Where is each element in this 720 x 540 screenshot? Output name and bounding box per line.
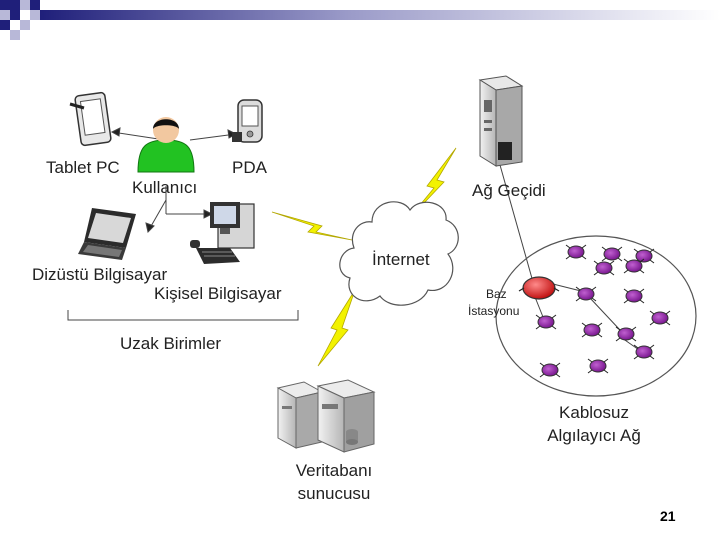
wsn-area (495, 235, 697, 397)
sensor-node-icon (601, 246, 623, 262)
user-label: Kullanıcı (132, 178, 198, 197)
sensor-node-icon (633, 344, 655, 360)
desktop-icon (190, 202, 255, 264)
wsn-label-line1: Kablosuz (559, 403, 629, 422)
sensor-node-icon (565, 244, 587, 260)
sensor-nodes (535, 244, 671, 378)
internet-label: İnternet (372, 250, 430, 269)
sensor-node-icon (623, 288, 645, 304)
desktop-label: Kişisel Bilgisayar (154, 284, 282, 303)
base-station-label-line1: Baz (486, 287, 507, 301)
gateway-label: Ağ Geçidi (472, 181, 546, 200)
page-number: 21 (660, 508, 676, 524)
sensor-node-icon (575, 286, 597, 302)
database-servers-icon (276, 379, 376, 453)
base-station-label-line2: İstasyonu (468, 304, 520, 318)
pda-label: PDA (232, 158, 267, 177)
sensor-node-icon (623, 258, 645, 274)
tablet-label: Tablet PC (46, 158, 120, 177)
gateway-server-icon (478, 75, 524, 167)
header-bar (40, 10, 720, 20)
remote-units-label: Uzak Birimler (120, 334, 222, 353)
database-label-line2: sunucusu (297, 484, 371, 503)
sensor-node-icon (615, 326, 637, 342)
sensor-node-icon (581, 322, 603, 338)
pda-icon (232, 99, 263, 143)
sensor-node-icon (535, 314, 557, 330)
base-station-icon (518, 276, 560, 300)
header-decoration (0, 0, 720, 40)
wsn-label-line2: Algılayıcı Ağ (547, 426, 641, 445)
user-icon (137, 117, 195, 173)
sensor-node-icon (539, 362, 561, 378)
sensor-node-icon (587, 358, 609, 374)
database-label-line1: Veritabanı (295, 461, 373, 480)
laptop-icon (78, 208, 136, 260)
laptop-label: Dizüstü Bilgisayar (32, 265, 168, 284)
sensor-node-icon (649, 310, 671, 326)
tablet-icon (69, 91, 112, 147)
cloud-icon (339, 201, 459, 306)
sensor-node-icon (593, 260, 615, 276)
